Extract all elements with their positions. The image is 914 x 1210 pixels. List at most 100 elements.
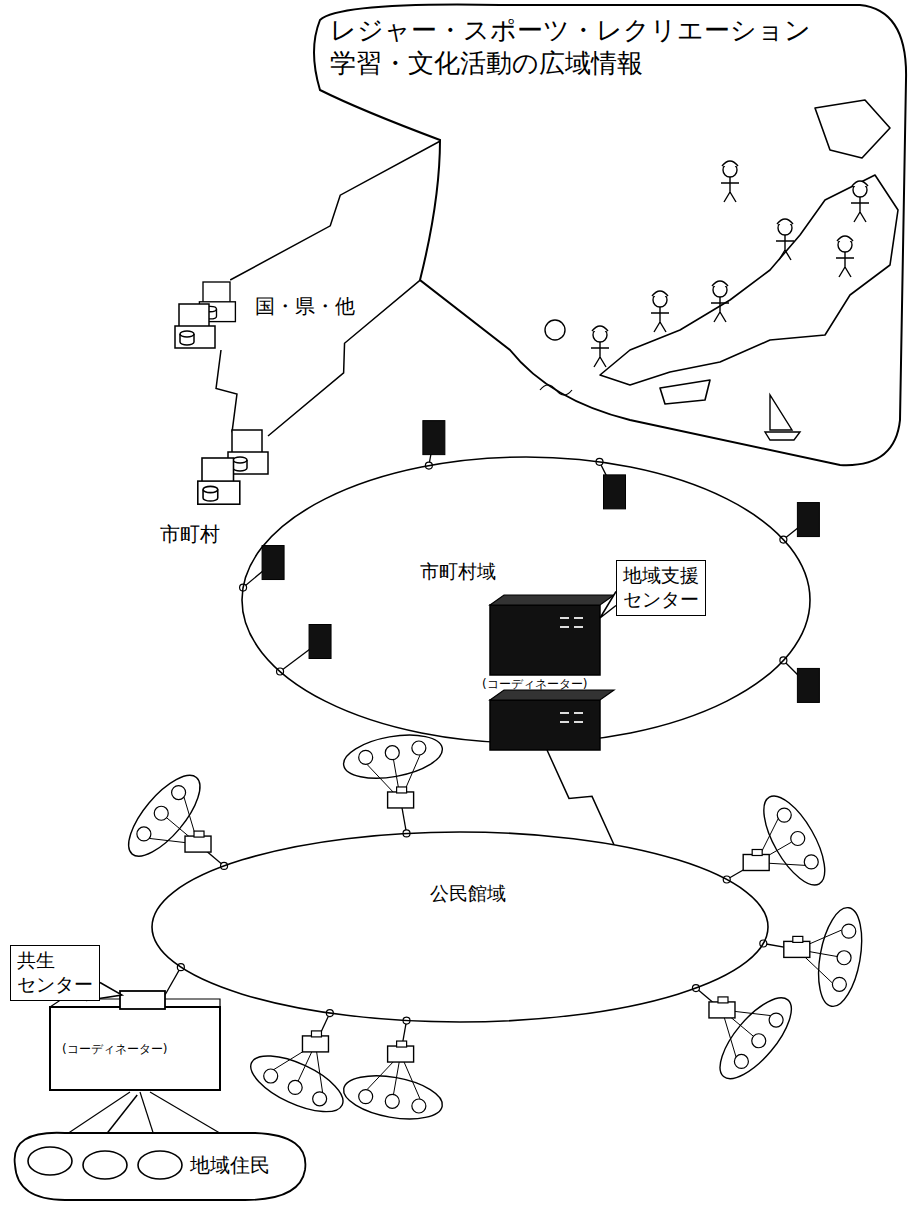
role-label: (コーディネーター) [62,1042,167,1057]
branch-line [165,967,181,995]
group-fan [708,987,803,1089]
disk [180,334,194,345]
server-top [490,690,614,700]
person-hat [592,326,608,331]
wave [540,385,572,395]
callout-label: 地域支援 センター [616,560,706,616]
member-circle [791,832,805,846]
disk [233,460,247,471]
person-hat [652,291,668,296]
terminal-icon [797,503,819,537]
resident-circle [83,1151,127,1179]
person-hat [712,281,728,286]
island-outline [815,100,890,158]
member-circle [264,1069,278,1083]
person-hat [837,236,853,241]
map-illustration [600,100,898,404]
terminal-icon [194,831,204,837]
person-hat [852,181,868,186]
area-ellipse [152,832,768,1022]
disk [203,490,218,502]
terminal-icon [397,1041,407,1047]
server-detail [560,626,569,628]
info-cloud: レジャー・スポーツ・レクリエーション 学習・文化活動の広域情報 [300,0,910,470]
lightning-link [547,750,614,845]
group-outline [15,1133,306,1200]
member-circle [752,1034,766,1048]
person-body [836,252,854,277]
community-center: 共生 センター(コーディネーター) [10,945,222,1095]
island-outline [600,175,898,385]
terminal-icon [185,836,211,852]
building-box [50,1007,220,1090]
member-circle [154,806,168,820]
resident-circle [28,1147,72,1175]
sailboat [765,395,800,440]
server-detail [560,721,569,723]
member-circle [412,741,426,755]
terminal-icon [718,997,728,1003]
disk [233,457,247,463]
terminal-icon [262,546,284,580]
member-circle [804,855,818,869]
terminal-icon [311,1031,321,1037]
disk [180,331,194,337]
server-detail [574,626,583,628]
group-fan [117,765,212,867]
terminal-icon [709,1002,735,1018]
person-hat [777,219,793,224]
support-center: 地域支援 センター (コーディネーター) [478,560,708,750]
connector-line [107,1095,137,1133]
cloud-outline [314,5,906,466]
terminal-icon [309,625,331,659]
resident-group: 地域住民 [5,1125,315,1205]
member-circle [385,746,399,760]
member-circle [385,1094,399,1108]
person-body [711,297,729,322]
server-top [490,595,614,605]
computer-icon [198,458,240,504]
server-detail [574,712,583,714]
server-box [490,605,600,675]
disk [203,486,218,492]
terminal-icon [302,1036,328,1052]
person-body [591,342,609,367]
member-circle [777,808,791,822]
group-label: 地域住民 [190,1153,270,1178]
role-label: (コーディネーター) [482,677,587,692]
member-circle [412,1099,426,1113]
computer-base [175,326,215,348]
group-fan [752,787,837,894]
person-body [851,197,869,222]
member-circle [359,1090,373,1104]
member-circle [769,1013,783,1027]
server-detail [574,617,583,619]
server-detail [574,721,583,723]
terminal-icon [784,941,810,957]
member-circle [842,924,856,938]
group-fan [812,904,869,1009]
person-body [651,307,669,332]
terminal-icon [423,421,445,455]
member-circle [359,750,373,764]
terminal-icon [752,850,762,856]
member-circle [288,1080,302,1094]
member-circle [137,827,151,841]
computer-icon [160,430,280,520]
terminal-box [120,991,165,1009]
area-ring: 公民館域 [150,830,770,1024]
lightning-link [230,141,440,280]
server-detail [560,617,569,619]
group-fan [340,728,445,785]
computer-icon [175,280,250,350]
cloud-heading: レジャー・スポーツ・レクリエーション 学習・文化活動の広域情報 [330,14,820,79]
callout-tail [600,592,616,619]
computer-base [198,481,240,504]
ball [545,320,565,340]
member-circle [837,951,851,965]
member-circle [313,1092,327,1106]
area-ellipse [242,457,810,743]
server-box [490,700,600,750]
person-body [776,235,794,260]
